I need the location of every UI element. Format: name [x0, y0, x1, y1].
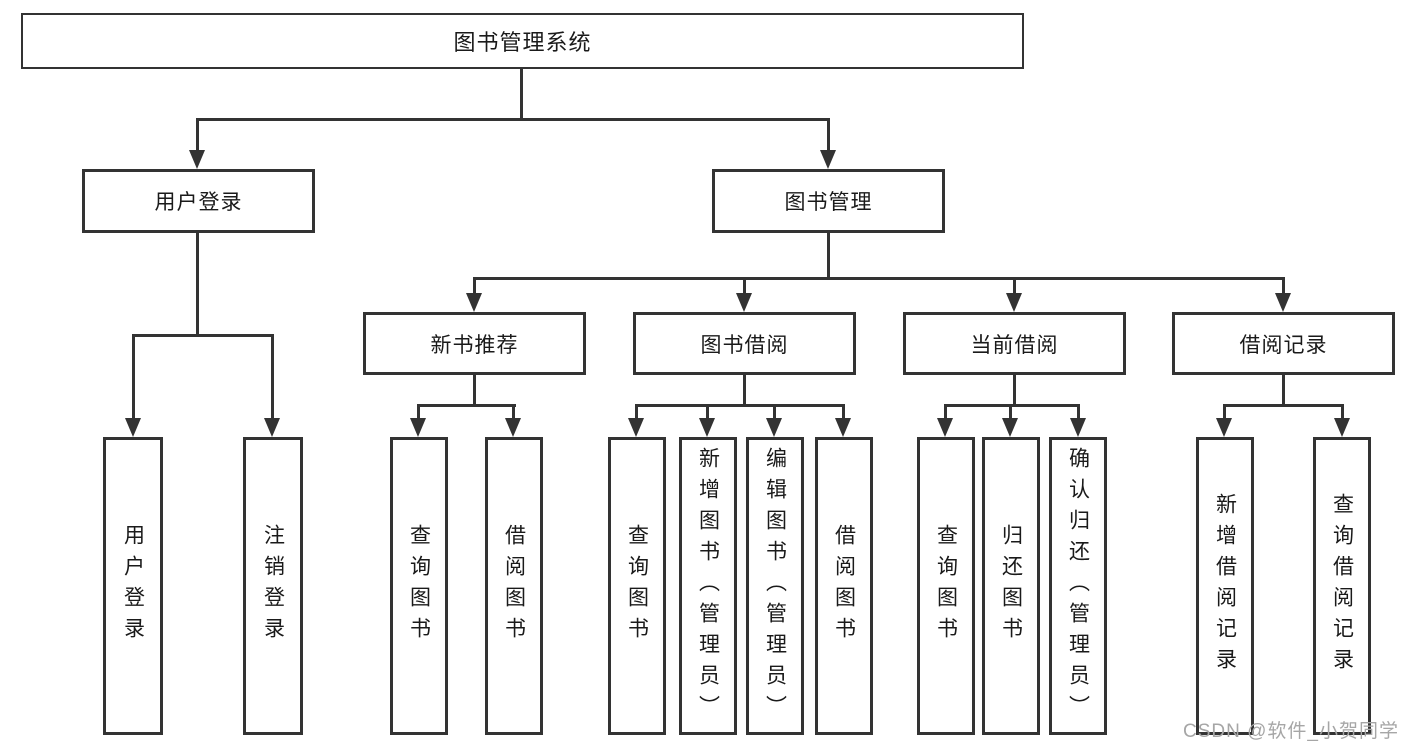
connector-newbooks-branch	[417, 404, 516, 407]
connector-borrow-drop-3	[773, 404, 776, 419]
connector-current-drop-3	[1077, 404, 1080, 419]
connector-bookmgmt-branch	[473, 277, 1285, 280]
connector-bookmgmt-drop-1	[473, 277, 476, 295]
connector-current-drop-2	[1009, 404, 1012, 419]
arrow-down-icon	[699, 418, 715, 437]
node-borrow-records: 借阅记录	[1172, 312, 1395, 375]
leaf-newbooks-query-books: 查询图书	[390, 437, 448, 735]
arrow-down-icon	[1070, 418, 1086, 437]
connector-userlogin-drop-1	[132, 334, 135, 418]
connector-current-drop-1	[944, 404, 947, 419]
arrow-down-icon	[1002, 418, 1018, 437]
connector-borrow-branch	[635, 404, 845, 407]
leaf-label: 新增图书（管理员）	[696, 446, 720, 726]
arrow-down-icon	[1275, 293, 1291, 312]
leaf-label: 用户登录	[121, 524, 145, 648]
connector-newbooks-drop-2	[512, 404, 515, 419]
arrow-down-icon	[189, 150, 205, 169]
leaf-records-add-record: 新增借阅记录	[1196, 437, 1254, 735]
node-book-borrow: 图书借阅	[633, 312, 856, 375]
connector-userlogin-drop-2	[271, 334, 274, 418]
arrow-down-icon	[820, 150, 836, 169]
node-book-borrow-label: 图书借阅	[700, 333, 789, 357]
leaf-current-return-books: 归还图书	[982, 437, 1040, 735]
arrow-down-icon	[736, 293, 752, 312]
leaf-borrow-edit-books-admin: 编辑图书（管理员）	[746, 437, 804, 735]
connector-current-stem	[1013, 375, 1016, 406]
leaf-label: 注销登录	[261, 524, 285, 648]
connector-borrow-stem	[743, 375, 746, 406]
connector-root-stem	[520, 69, 523, 120]
node-book-management: 图书管理	[712, 169, 945, 233]
csdn-watermark: CSDN @软件_小贺同学	[1183, 721, 1399, 742]
connector-userlogin-stem	[196, 233, 199, 337]
node-current-borrow: 当前借阅	[903, 312, 1126, 375]
arrow-down-icon	[937, 418, 953, 437]
node-current-borrow-label: 当前借阅	[970, 333, 1059, 357]
arrow-down-icon	[264, 418, 280, 437]
connector-records-drop-2	[1341, 404, 1344, 419]
arrow-down-icon	[125, 418, 141, 437]
arrow-down-icon	[1006, 293, 1022, 312]
connector-current-branch	[944, 404, 1080, 407]
arrow-down-icon	[410, 418, 426, 437]
connector-root-drop-left	[196, 118, 199, 152]
leaf-user-login: 用户登录	[103, 437, 163, 735]
connector-userlogin-branch	[132, 334, 274, 337]
connector-borrow-drop-4	[842, 404, 845, 419]
connector-newbooks-stem	[473, 375, 476, 406]
connector-borrow-drop-2	[706, 404, 709, 419]
leaf-current-query-books: 查询图书	[917, 437, 975, 735]
leaf-label: 新增借阅记录	[1213, 493, 1237, 679]
connector-bookmgmt-stem	[827, 233, 830, 279]
connector-records-branch	[1223, 404, 1343, 407]
connector-root-branch	[196, 118, 830, 121]
connector-bookmgmt-drop-3	[1013, 277, 1016, 295]
leaf-current-confirm-return-admin: 确认归还（管理员）	[1049, 437, 1107, 735]
connector-root-drop-right	[827, 118, 830, 152]
leaf-borrow-add-books-admin: 新增图书（管理员）	[679, 437, 737, 735]
root-node: 图书管理系统	[21, 13, 1024, 69]
leaf-borrow-query-books: 查询图书	[608, 437, 666, 735]
node-user-login: 用户登录	[82, 169, 315, 233]
arrow-down-icon	[505, 418, 521, 437]
leaf-logout: 注销登录	[243, 437, 303, 735]
node-new-book-recommend: 新书推荐	[363, 312, 586, 375]
leaf-label: 借阅图书	[502, 524, 526, 648]
node-book-management-label: 图书管理	[784, 191, 873, 214]
connector-bookmgmt-drop-4	[1282, 277, 1285, 295]
root-node-label: 图书管理系统	[453, 30, 592, 55]
leaf-newbooks-borrow-books: 借阅图书	[485, 437, 543, 735]
node-borrow-records-label: 借阅记录	[1239, 333, 1328, 357]
leaf-label: 归还图书	[999, 524, 1023, 648]
arrow-down-icon	[835, 418, 851, 437]
node-user-login-label: 用户登录	[154, 191, 243, 214]
leaf-records-query-record: 查询借阅记录	[1313, 437, 1371, 735]
connector-records-drop-1	[1223, 404, 1226, 419]
connector-records-stem	[1282, 375, 1285, 406]
leaf-borrow-borrow-books: 借阅图书	[815, 437, 873, 735]
leaf-label: 查询图书	[407, 524, 431, 648]
leaf-label: 借阅图书	[832, 524, 856, 648]
arrow-down-icon	[766, 418, 782, 437]
connector-newbooks-drop-1	[417, 404, 420, 419]
node-new-book-recommend-label: 新书推荐	[430, 333, 519, 357]
leaf-label: 确认归还（管理员）	[1066, 446, 1090, 726]
connector-borrow-drop-1	[635, 404, 638, 419]
leaf-label: 查询图书	[625, 524, 649, 648]
arrow-down-icon	[1334, 418, 1350, 437]
arrow-down-icon	[1216, 418, 1232, 437]
arrow-down-icon	[628, 418, 644, 437]
leaf-label: 编辑图书（管理员）	[763, 446, 787, 726]
arrow-down-icon	[466, 293, 482, 312]
leaf-label: 查询借阅记录	[1330, 493, 1354, 679]
leaf-label: 查询图书	[934, 524, 958, 648]
connector-bookmgmt-drop-2	[743, 277, 746, 295]
